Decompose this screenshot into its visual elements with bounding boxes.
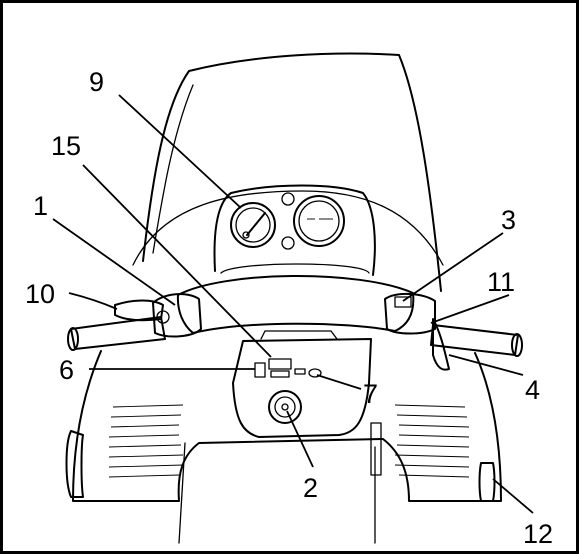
callout-10: 10: [25, 279, 55, 309]
callout-3: 3: [501, 205, 516, 235]
leader-12: [492, 478, 534, 514]
diagram-drawing: 9 15 1 10 3 11 6 7 4 2 12: [25, 52, 553, 549]
pod-inner-panel: [220, 263, 370, 274]
right-switch-housing: [384, 293, 436, 335]
callout-12: 12: [523, 519, 553, 549]
tachometer-gauge: [293, 195, 345, 247]
leader-3: [402, 232, 504, 302]
leader-15: [82, 164, 272, 358]
callout-6: 6: [59, 355, 74, 385]
console-vent: [260, 330, 338, 340]
throttle-lever: [432, 318, 450, 371]
left-side-handle: [65, 430, 84, 498]
callout-2: 2: [303, 473, 318, 503]
instrument-pod: [213, 184, 376, 276]
callout-11: 11: [487, 267, 515, 297]
right-handlebar-grip: [430, 324, 523, 357]
ignition-switch: [268, 390, 302, 424]
leader-9: [118, 94, 242, 209]
callout-1: 1: [33, 191, 48, 221]
callout-4: 4: [525, 375, 540, 405]
right-hood-louvers: [394, 404, 470, 478]
callout-9: 9: [89, 67, 104, 97]
callout-15: 15: [51, 131, 81, 161]
leader-4: [448, 354, 524, 376]
leader-7: [316, 374, 362, 390]
hood-body: [72, 350, 502, 502]
leader-1: [52, 218, 176, 306]
leader-11: [430, 294, 510, 324]
windshield: [142, 52, 442, 292]
left-switch-housing: [152, 293, 202, 338]
brake-lever: [114, 299, 164, 322]
indicator-light-top: [281, 192, 295, 206]
speedometer-gauge: [230, 202, 276, 248]
indicator-light-bottom: [281, 236, 295, 250]
front-frame-left: [178, 442, 186, 544]
windshield-inner-edge: [152, 84, 194, 254]
console-switch-cluster: [254, 358, 306, 378]
choke-knob: [308, 368, 322, 378]
callout-7: 7: [363, 379, 378, 409]
right-side-handle: [478, 462, 496, 502]
right-switch-button: [394, 296, 412, 308]
left-hood-louvers: [108, 404, 184, 478]
front-bumper-strut: [370, 422, 382, 476]
leader-10: [68, 292, 118, 310]
handlebar-cover: [176, 275, 415, 334]
left-handlebar-grip: [67, 316, 166, 351]
center-console: [232, 338, 372, 438]
leader-2: [286, 410, 314, 468]
cowl-outline: [132, 190, 444, 266]
